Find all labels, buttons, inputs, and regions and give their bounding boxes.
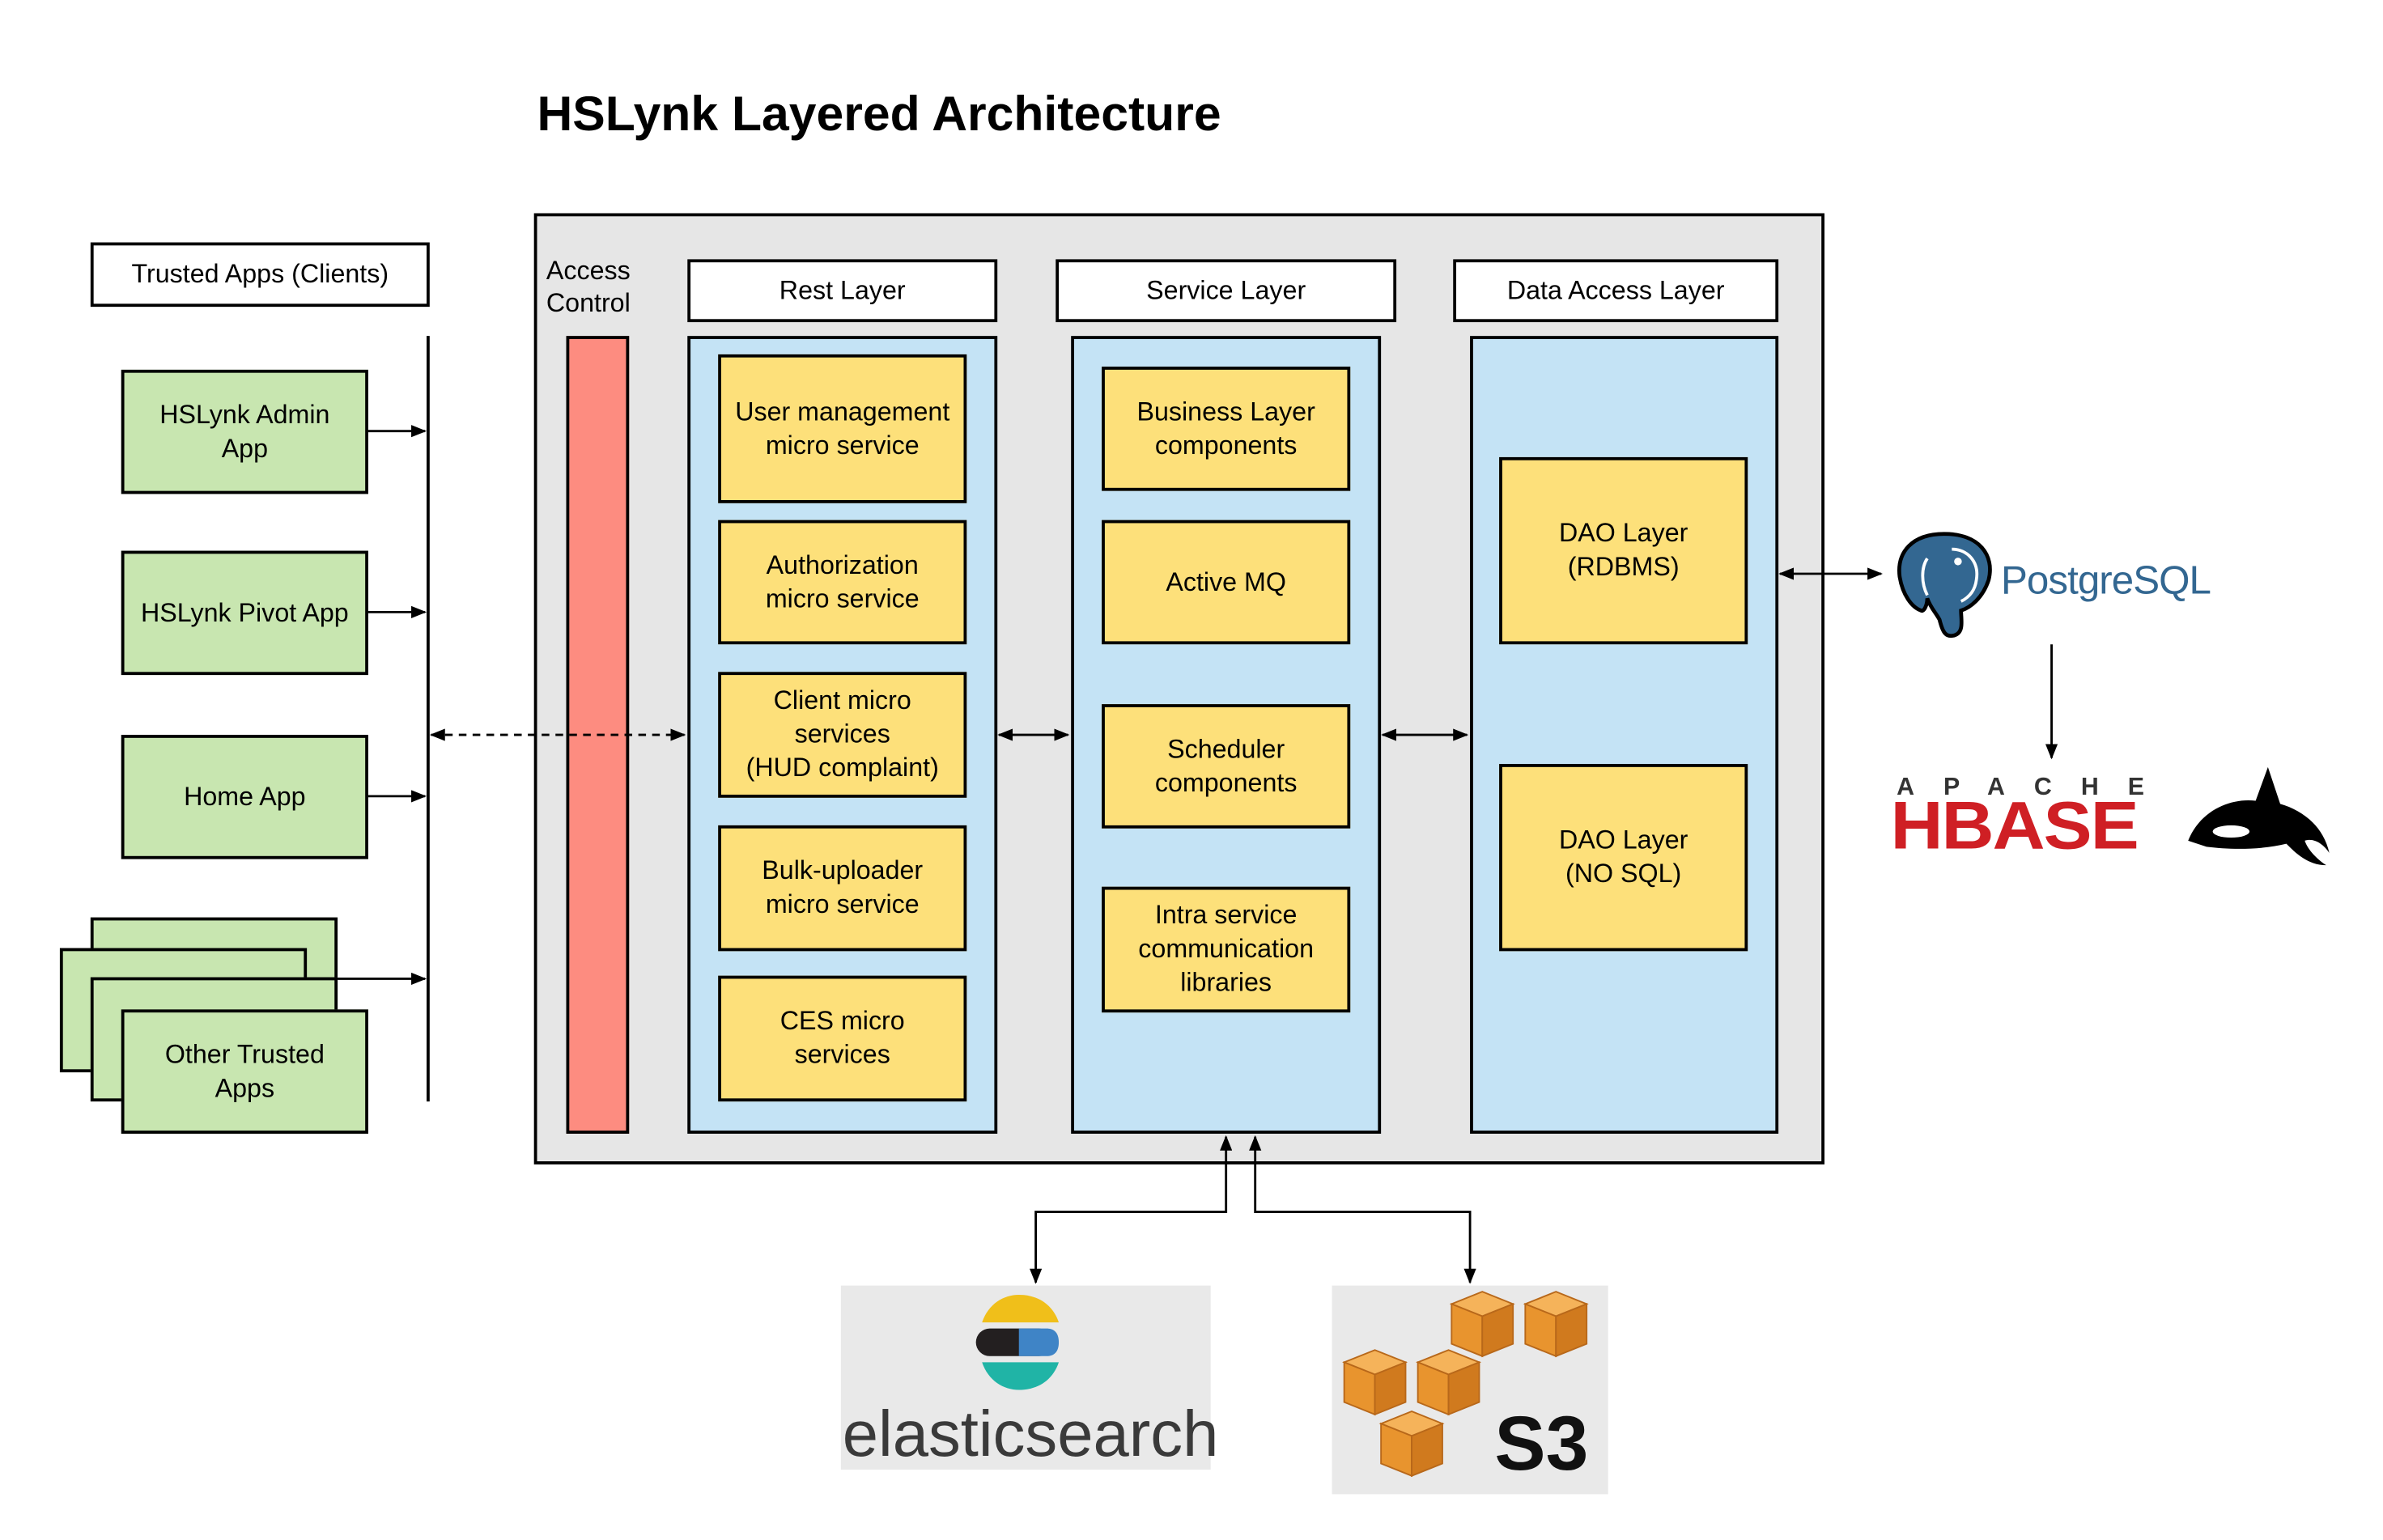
client-app-other: Other Trusted Apps	[121, 1009, 368, 1134]
postgres-elephant-icon	[1897, 532, 1992, 638]
service-item-activemq: Active MQ	[1102, 520, 1351, 645]
elasticsearch-logo-icon	[975, 1294, 1060, 1390]
access-control-label: Access Control	[546, 256, 631, 318]
rest-item-ces: CES micro services	[718, 975, 967, 1102]
orca-icon	[2188, 766, 2330, 866]
service-item-intra-service: Intra service communication libraries	[1102, 886, 1351, 1013]
rest-layer-header: Rest Layer	[687, 259, 998, 323]
rest-item-user-management: User management micro service	[718, 354, 967, 503]
dao-rdbms: DAO Layer (RDBMS)	[1499, 456, 1748, 645]
hbase-apache-label: APACHE	[1897, 774, 2174, 801]
arrow-service-elasticsearch	[1030, 1135, 1233, 1284]
trusted-apps-header: Trusted Apps (Clients)	[90, 242, 430, 308]
arrow-service-s3	[1249, 1135, 1476, 1284]
s3-buckets-icon	[1342, 1291, 1589, 1478]
rest-item-bulk-uploader: Bulk-uploader micro service	[718, 825, 967, 952]
service-item-business: Business Layer components	[1102, 367, 1351, 491]
client-app-home: Home App	[121, 735, 368, 859]
client-app-admin: HSLynk Admin App	[121, 369, 368, 494]
diagram-title: HSLynk Layered Architecture	[537, 86, 1221, 142]
service-layer-header: Service Layer	[1056, 259, 1397, 323]
postgres-label: PostgreSQL	[2000, 557, 2211, 604]
s3-label: S3	[1494, 1400, 1589, 1487]
data-access-layer-header: Data Access Layer	[1453, 259, 1779, 323]
hbase-label: HBASE	[1890, 788, 2139, 864]
rest-item-authorization: Authorization micro service	[718, 520, 967, 645]
elasticsearch-label: elasticsearch	[842, 1397, 1219, 1470]
service-item-scheduler: Scheduler components	[1102, 704, 1351, 829]
client-app-pivot: HSLynk Pivot App	[121, 550, 368, 676]
rest-item-client-services: Client micro services (HUD complaint)	[718, 672, 967, 798]
dao-nosql: DAO Layer (NO SQL)	[1499, 764, 1748, 952]
